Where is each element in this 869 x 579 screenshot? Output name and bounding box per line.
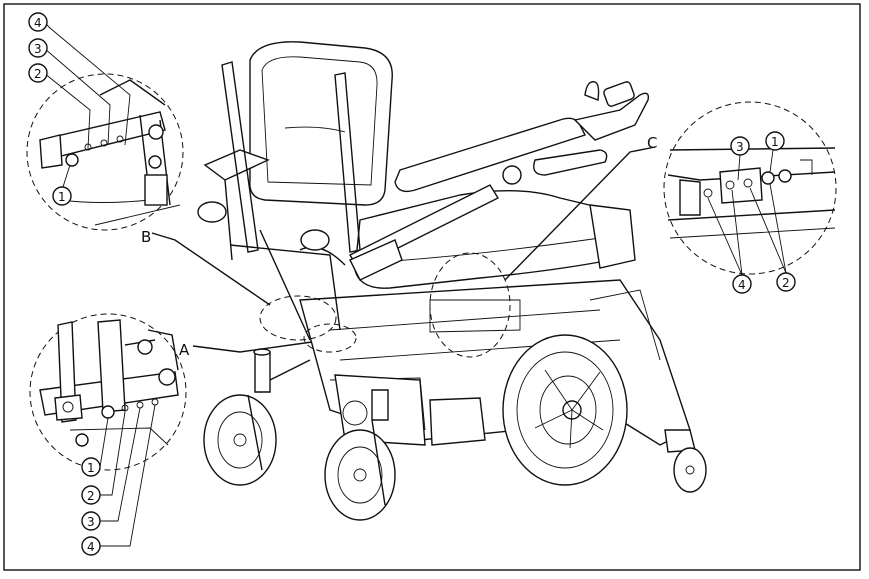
detail-r-label-4: 4 — [738, 278, 746, 292]
detail-tl-label-3: 3 — [34, 42, 42, 56]
detail-r-label-3: 3 — [736, 140, 744, 154]
callout-c: C — [647, 134, 657, 152]
leader-b — [151, 232, 271, 306]
detail-bl-label-2: 2 — [87, 489, 95, 503]
wheelchair-drawing — [197, 41, 707, 521]
diagram-frame — [3, 3, 861, 571]
detail-area-a — [303, 323, 357, 353]
leader-a — [192, 341, 313, 353]
detail-top-left: 4 3 2 1 — [26, 12, 184, 231]
detail-area-b — [259, 295, 337, 341]
detail-right: 3 1 4 2 — [663, 101, 837, 294]
callout-b: B — [141, 228, 151, 246]
callout-a: A — [179, 341, 190, 359]
detail-bottom-left: 1 2 3 4 — [29, 313, 187, 556]
detail-tl-label-4: 4 — [34, 16, 42, 30]
detail-bl-label-1: 1 — [87, 461, 95, 475]
detail-r-label-1: 1 — [771, 135, 779, 149]
detail-tl-label-1: 1 — [58, 190, 66, 204]
detail-r-label-2: 2 — [782, 276, 790, 290]
detail-area-c — [429, 252, 511, 358]
detail-bl-label-3: 3 — [87, 515, 95, 529]
detail-bl-label-4: 4 — [87, 540, 95, 554]
leader-c — [504, 146, 656, 281]
detail-tl-label-2: 2 — [34, 67, 42, 81]
